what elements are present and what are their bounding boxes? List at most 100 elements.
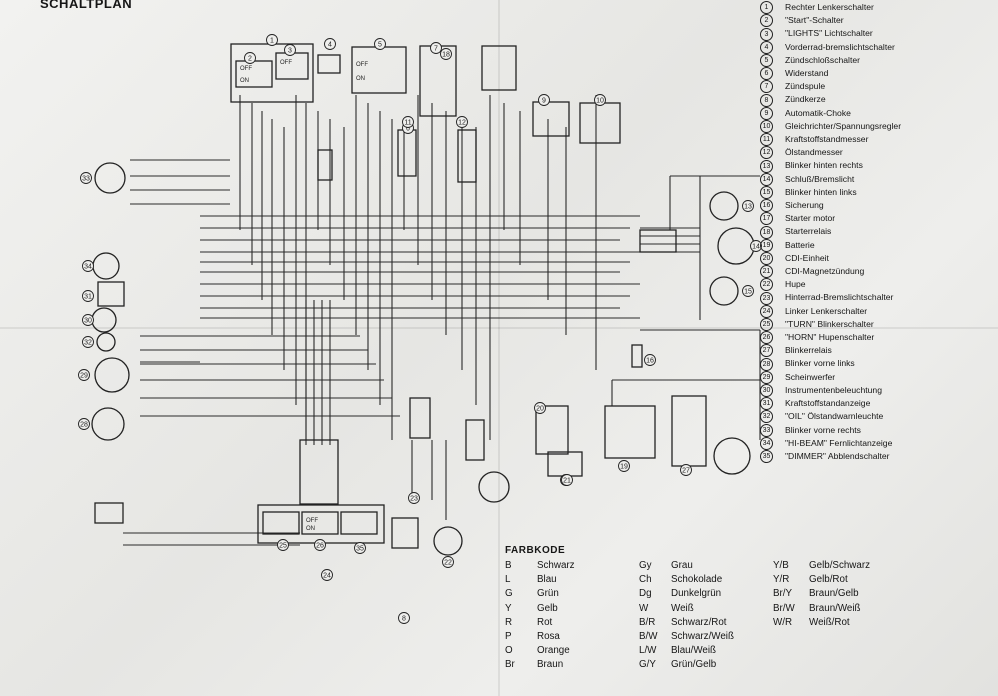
callout-number: 11 [404, 119, 411, 126]
legend-number: 32 [760, 410, 773, 424]
callout-number: 30 [84, 317, 92, 324]
legend-number: 13 [760, 159, 773, 173]
callout-marker: 27 [680, 464, 692, 476]
legend-label: "OIL" Ölstandwarnleuchte [785, 411, 884, 422]
callout-number: 22 [444, 559, 452, 566]
main-switch-5 [351, 46, 407, 94]
start-switch-on-label: ON [240, 78, 249, 84]
callout-number: 24 [323, 572, 331, 579]
legend-label: "TURN" Blinkerschalter [785, 318, 874, 329]
legend-label: Hinterrad-Bremslichtschalter [785, 292, 894, 303]
legend-label: Batterie [785, 239, 815, 250]
cdi-magneto-coil [713, 437, 751, 475]
callout-marker: 1 [266, 34, 278, 46]
fuel-gauge-31 [397, 129, 417, 177]
callout-marker: 30 [82, 314, 94, 326]
legend-number: 31 [760, 397, 773, 411]
callout-number: 6 [406, 125, 410, 132]
color-code-abbrev: L/W [639, 645, 657, 657]
legend-number: 25 [760, 317, 773, 331]
color-code-name: Braun [537, 659, 564, 671]
resistor-6 [317, 149, 333, 181]
callout-marker: 24 [321, 569, 333, 581]
color-code-abbrev: B/W [639, 630, 658, 642]
callout-marker: 11 [402, 116, 414, 128]
ignition-coil-lower [433, 526, 463, 556]
legend-label: Zündkerze [785, 94, 826, 105]
oil-level-gauge-12 [457, 129, 477, 183]
meter-light-30 [91, 307, 117, 333]
legend-label: Ölstandmesser [785, 147, 843, 158]
horn-switch-26 [301, 511, 339, 535]
lights-switch-3 [275, 52, 309, 80]
callout-number: 4 [328, 41, 332, 48]
legend-number: 27 [760, 344, 773, 358]
callout-number: 14 [752, 243, 760, 250]
callout-marker: 32 [82, 336, 94, 348]
front-brake-switch-4 [317, 54, 341, 74]
legend-number: 15 [760, 185, 773, 199]
legend-row: 35"DIMMER" Abblendschalter [760, 450, 996, 463]
legend-label: CDI-Magnetzündung [785, 266, 865, 277]
color-code-abbrev: P [505, 630, 512, 642]
callout-number: 15 [744, 288, 752, 295]
legend-number: 14 [760, 172, 773, 186]
callout-marker: 21 [561, 474, 573, 486]
legend-number: 12 [760, 146, 773, 160]
callout-marker: 31 [82, 290, 94, 302]
color-code-abbrev: L [505, 574, 511, 586]
legend-row: 32 "OIL" Ölstandwarnleuchte [760, 410, 996, 424]
color-code-name: Braun/Weiß [809, 602, 861, 614]
color-code-name: Weiß [671, 602, 694, 614]
legend-label: Starter motor [785, 213, 836, 224]
color-code-abbrev: G [505, 588, 513, 600]
legend-label: Blinker vorne rechts [785, 424, 861, 435]
main-switch-off-label: OFF [356, 62, 368, 68]
paper-fold-horizontal [0, 327, 998, 329]
headlight-29 [94, 357, 130, 393]
color-code-name: Grün [537, 588, 559, 600]
legend-label: Automatik-Choke [785, 107, 851, 118]
legend-number: 9 [760, 106, 773, 120]
callout-number: 13 [744, 203, 752, 210]
legend-number: 24 [760, 304, 773, 318]
callout-number: 32 [84, 339, 92, 346]
left-handlebar-switch-24 [257, 504, 385, 544]
color-code-name: Gelb/Rot [809, 574, 848, 586]
paper-fold-vertical [498, 0, 500, 696]
legend-label: Kraftstoffstandanzeige [785, 398, 871, 409]
callout-number: 7 [434, 45, 438, 52]
callout-number: 8 [402, 615, 406, 622]
ignition-coil-7 [409, 397, 431, 439]
legend-number: 18 [760, 225, 773, 239]
legend-number: 10 [760, 119, 773, 133]
rectifier-regulator-10 [481, 45, 517, 91]
auto-choke-9 [532, 101, 570, 137]
callout-marker: 18 [440, 48, 452, 60]
